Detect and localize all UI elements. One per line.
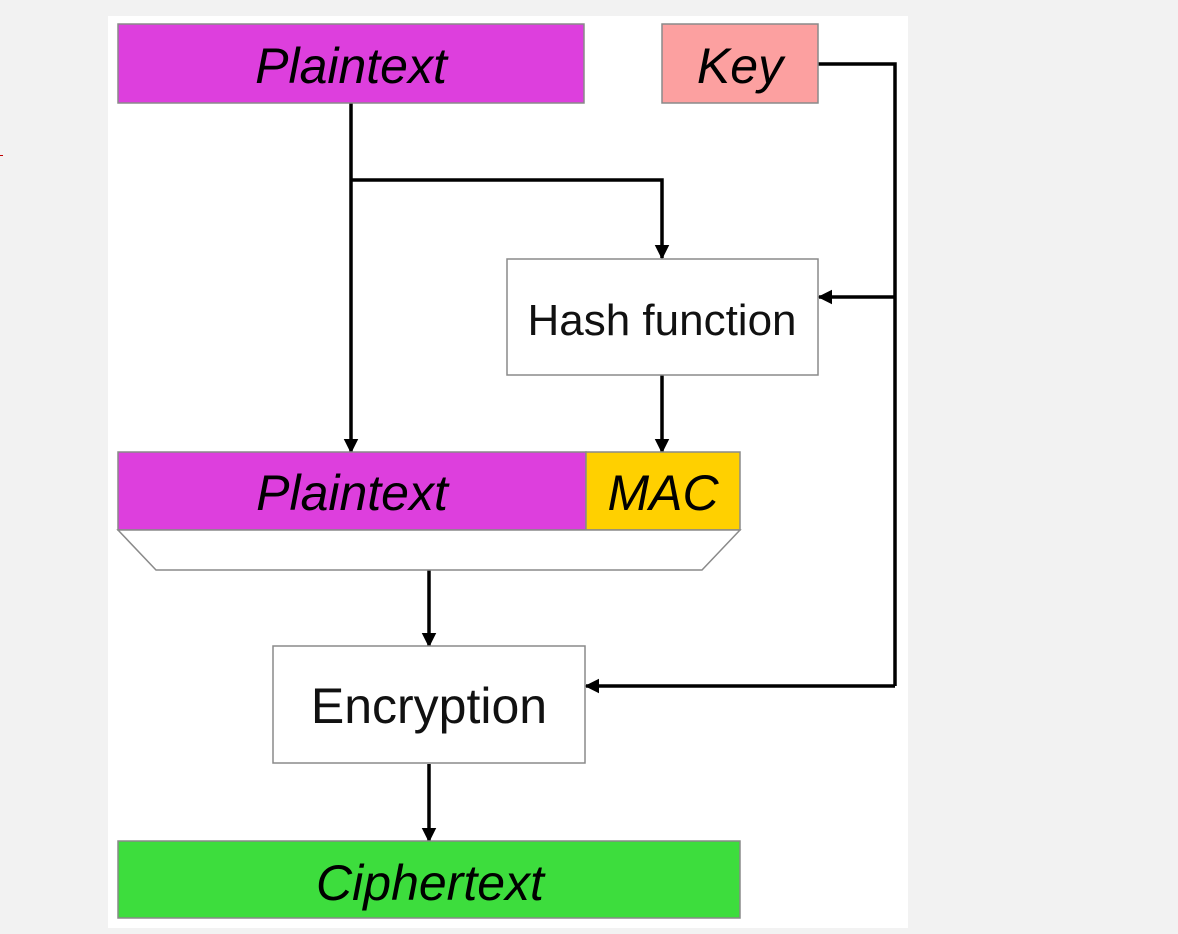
key-block: Key	[661, 23, 819, 104]
plaintext-top-block: Plaintext	[117, 23, 585, 104]
hash-function-block: Hash function	[506, 258, 819, 376]
line-key-bus	[818, 62, 897, 686]
ciphertext-label: Ciphertext	[316, 855, 546, 911]
plaintext-top-label: Plaintext	[255, 38, 449, 94]
mac-label: MAC	[607, 465, 719, 521]
concatenation-funnel	[116, 529, 742, 571]
plaintext-mac-block: Plaintext MAC	[117, 451, 741, 531]
arrow-plaintext-to-hash	[351, 178, 670, 260]
hash-function-label: Hash function	[527, 296, 796, 345]
encryption-label: Encryption	[311, 678, 547, 734]
ciphertext-block: Ciphertext	[117, 840, 741, 919]
plaintext-mid-label: Plaintext	[256, 465, 450, 521]
connector-lines	[343, 62, 897, 843]
left-edge-marker	[0, 155, 3, 156]
key-label: Key	[697, 38, 786, 94]
encryption-block: Encryption	[272, 645, 586, 764]
